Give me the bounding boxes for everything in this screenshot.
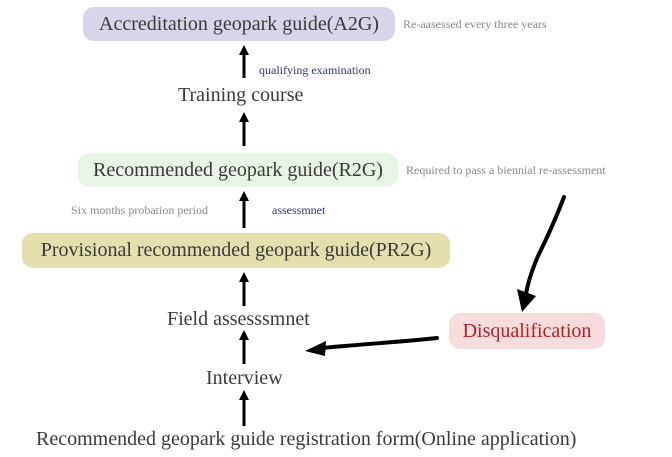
- node-disqualification-label: Disqualification: [462, 319, 592, 342]
- node-field-assessment: Field assesssmnet: [167, 308, 310, 331]
- note-probation-period: Six months probation period: [71, 203, 208, 217]
- note-qualifying-examination: qualifying examination: [259, 63, 371, 77]
- node-disqualification: Disqualification: [449, 313, 605, 349]
- arrow-r2g-to-disqualification: [524, 195, 566, 296]
- node-registration-label: Recommended geopark guide registration f…: [36, 428, 577, 450]
- node-field-assessment-label: Field assesssmnet: [167, 308, 310, 330]
- arrow-disqualification-to-field: [316, 336, 439, 351]
- arrowhead-disqualification: [517, 289, 536, 312]
- node-registration: Recommended geopark guide registration f…: [36, 428, 576, 451]
- node-interview-label: Interview: [206, 367, 283, 389]
- node-training-label: Training course: [178, 84, 304, 106]
- node-r2g-label: Recommended geopark guide(R2G): [93, 158, 383, 181]
- node-pr2g-label: Provisional recommended geopark guide(PR…: [40, 239, 432, 261]
- node-pr2g: Provisional recommended geopark guide(PR…: [22, 233, 450, 268]
- node-a2g-label: Accreditation geopark guide(A2G): [99, 12, 379, 35]
- node-training: Training course: [178, 84, 303, 107]
- node-r2g: Recommended geopark guide(R2G): [78, 153, 398, 187]
- node-a2g: Accreditation geopark guide(A2G): [83, 7, 395, 41]
- note-assessment: assessmnet: [272, 203, 326, 217]
- note-a2g-reassessment: Re-aasessed every three years: [403, 17, 547, 31]
- node-interview: Interview: [206, 367, 283, 390]
- note-r2g-reassessment: Required to pass a biennial re-assessmen…: [406, 163, 606, 177]
- arrowhead-field: [305, 341, 326, 356]
